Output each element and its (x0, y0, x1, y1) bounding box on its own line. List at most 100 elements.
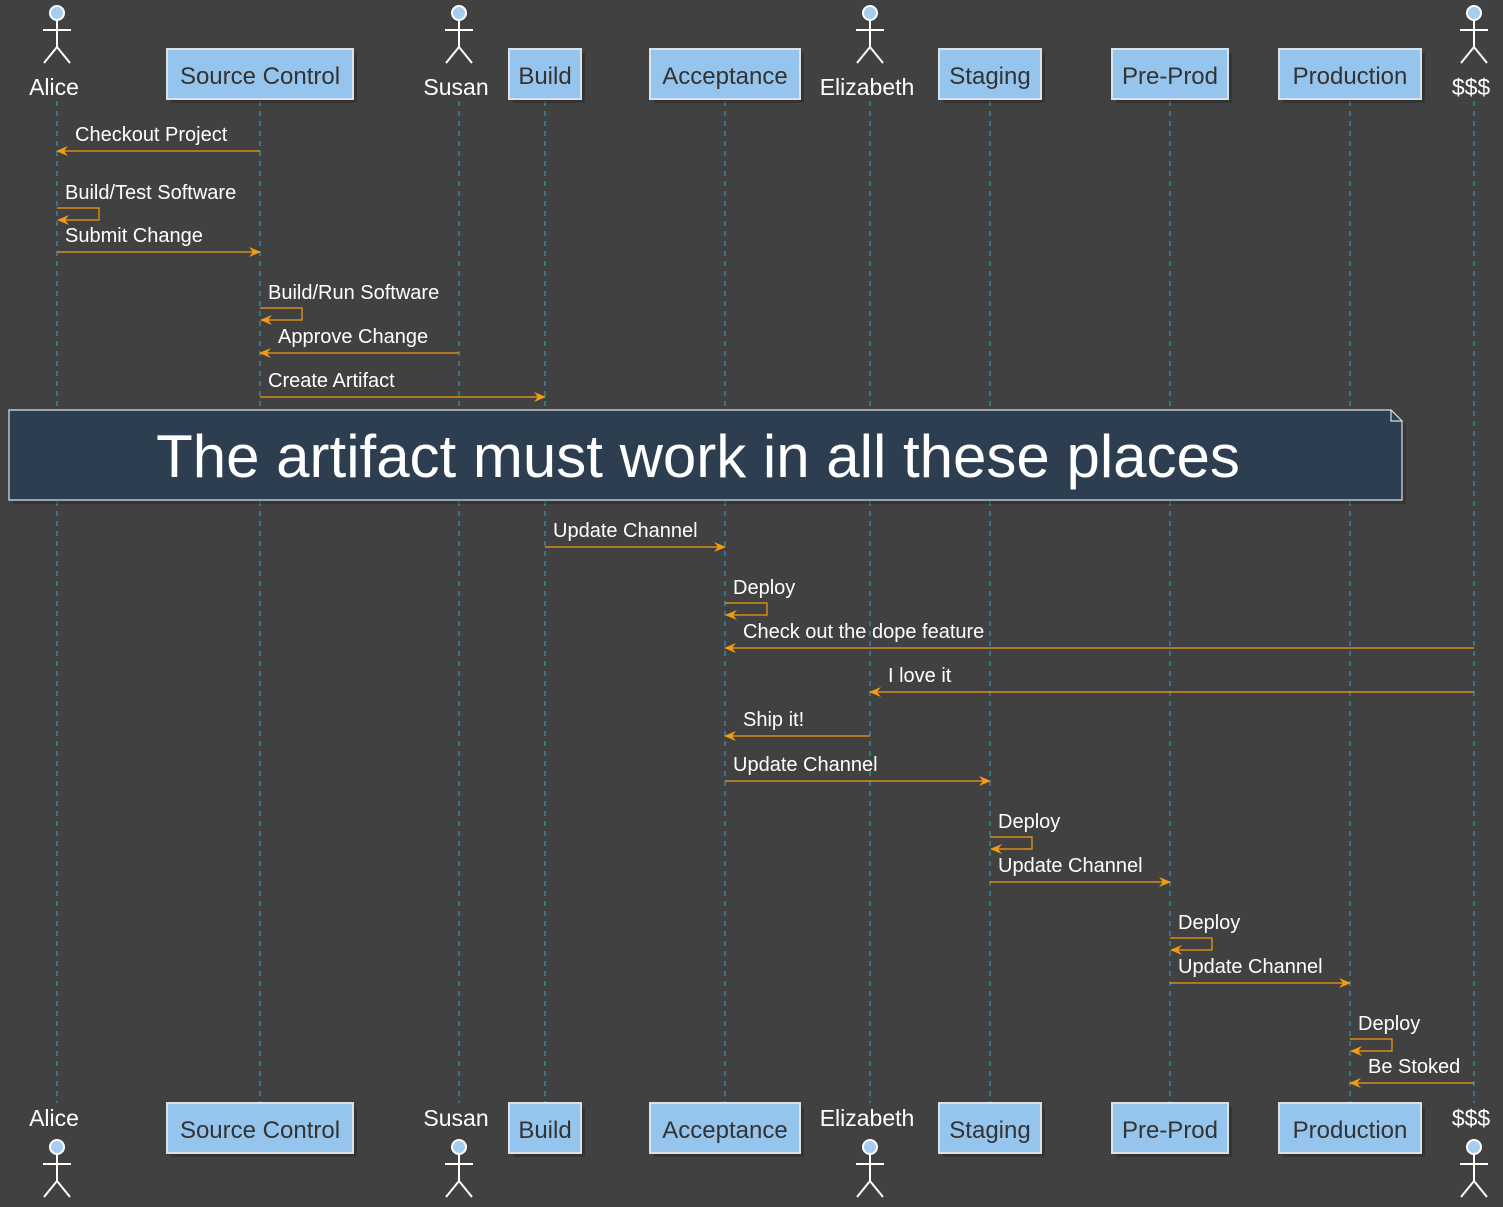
participant-label: Staging (949, 1117, 1030, 1144)
participant-box (508, 1102, 582, 1154)
participant-susan-top: Susan (423, 5, 489, 100)
participant-box (938, 48, 1042, 100)
participant-box (1278, 48, 1422, 100)
note-layer: The artifact must work in all these plac… (8, 409, 1406, 504)
message-label: Build/Run Software (268, 282, 439, 304)
participant-box (938, 1102, 1042, 1154)
message: Update Channel (725, 754, 991, 786)
message-label: Deploy (733, 577, 795, 599)
message: Deploy (725, 577, 795, 620)
message-label: Ship it! (743, 709, 804, 731)
message: Build/Run Software (260, 282, 439, 325)
participant-build-bottom: Build (508, 1102, 585, 1157)
actor-icon (1460, 5, 1488, 64)
message: Build/Test Software (57, 182, 236, 225)
participant-label: Build (518, 63, 571, 90)
message: I love it (869, 665, 1474, 697)
message: Check out the dope feature (724, 621, 1474, 653)
participant-susan-bottom: Susan (423, 1105, 489, 1198)
participant-box (649, 48, 801, 100)
participant-staging-bottom: Staging (938, 1102, 1045, 1157)
participant-source_control-top: Source Control (166, 48, 357, 103)
participant-preprod-top: Pre-Prod (1111, 48, 1232, 103)
self-message-arrow (1350, 1038, 1393, 1056)
actor-label: Susan (423, 1105, 488, 1131)
participant-alice-bottom: Alice (29, 1105, 79, 1198)
participant-label: Build (518, 1117, 571, 1144)
actor-icon (856, 5, 884, 64)
note-box (8, 409, 1403, 501)
actor-label: $$$ (1452, 74, 1491, 100)
actor-icon (856, 1139, 884, 1198)
actor-icon (43, 5, 71, 64)
participant-acceptance-top: Acceptance (649, 48, 804, 103)
message: Be Stoked (1349, 1056, 1474, 1088)
self-message-arrow (57, 207, 100, 225)
actor-icon (43, 1139, 71, 1198)
actor-icon (445, 1139, 473, 1198)
actor-icon (1460, 1139, 1488, 1198)
message-label: Check out the dope feature (743, 621, 984, 643)
self-message-arrow (990, 836, 1033, 854)
participant-production-bottom: Production (1278, 1102, 1425, 1157)
actor-label: Susan (423, 74, 488, 100)
message-label: Be Stoked (1368, 1056, 1460, 1078)
actor-label: Elizabeth (820, 74, 915, 100)
actor-label: Elizabeth (820, 1105, 915, 1131)
self-message-arrow (725, 602, 768, 620)
participant-label: Source Control (180, 63, 340, 90)
self-message-arrow (260, 307, 303, 325)
actor-icon (445, 5, 473, 64)
participant-label: Staging (949, 63, 1030, 90)
message-label: Deploy (1178, 912, 1240, 934)
message-label: Update Channel (998, 855, 1143, 877)
self-message-arrow (1170, 937, 1213, 955)
message: Deploy (990, 811, 1060, 854)
message-label: Update Channel (733, 754, 878, 776)
participant-money-top: $$$ (1452, 5, 1491, 100)
actor-label: $$$ (1452, 1105, 1491, 1131)
message-label: Build/Test Software (65, 182, 236, 204)
message-label: Update Channel (1178, 956, 1323, 978)
participant-label: Production (1293, 63, 1408, 90)
participant-label: Pre-Prod (1122, 63, 1218, 90)
participant-preprod-bottom: Pre-Prod (1111, 1102, 1232, 1157)
participant-staging-top: Staging (938, 48, 1045, 103)
message: Checkout Project (56, 124, 260, 156)
participant-box (1111, 48, 1229, 100)
lifelines (56, 101, 1475, 1103)
participant-build-top: Build (508, 48, 585, 103)
actor-label: Alice (29, 74, 79, 100)
participant-heads-top: Alice Source Control Susan Build Acceptance E… (29, 5, 1491, 103)
message-label: Deploy (998, 811, 1060, 833)
message-label: Deploy (1358, 1013, 1420, 1035)
message: Submit Change (57, 225, 261, 257)
participant-box (508, 48, 582, 100)
participant-box (1111, 1102, 1229, 1154)
message-label: Submit Change (65, 225, 203, 247)
message-label: Approve Change (278, 326, 428, 348)
participant-label: Acceptance (662, 1117, 787, 1144)
participant-acceptance-bottom: Acceptance (649, 1102, 804, 1157)
participant-source_control-bottom: Source Control (166, 1102, 357, 1157)
message-label: Checkout Project (75, 124, 228, 146)
participant-label: Acceptance (662, 63, 787, 90)
message: Deploy (1350, 1013, 1420, 1056)
participant-heads-bottom: Alice Source Control Susan Build Acceptance E… (29, 1102, 1491, 1198)
participant-box (166, 1102, 354, 1154)
message: Ship it! (724, 709, 870, 741)
participant-money-bottom: $$$ (1452, 1105, 1491, 1198)
message-label: I love it (888, 665, 952, 687)
message: Update Channel (1170, 956, 1351, 988)
message-label: Update Channel (553, 520, 698, 542)
message: Deploy (1170, 912, 1240, 955)
note-text: The artifact must work in all these plac… (156, 423, 1240, 490)
message: Update Channel (545, 520, 726, 552)
message: Update Channel (990, 855, 1171, 887)
participant-label: Source Control (180, 1117, 340, 1144)
message: Create Artifact (260, 370, 546, 402)
participant-elizabeth-top: Elizabeth (820, 5, 915, 100)
participant-box (649, 1102, 801, 1154)
message: Approve Change (259, 326, 459, 358)
